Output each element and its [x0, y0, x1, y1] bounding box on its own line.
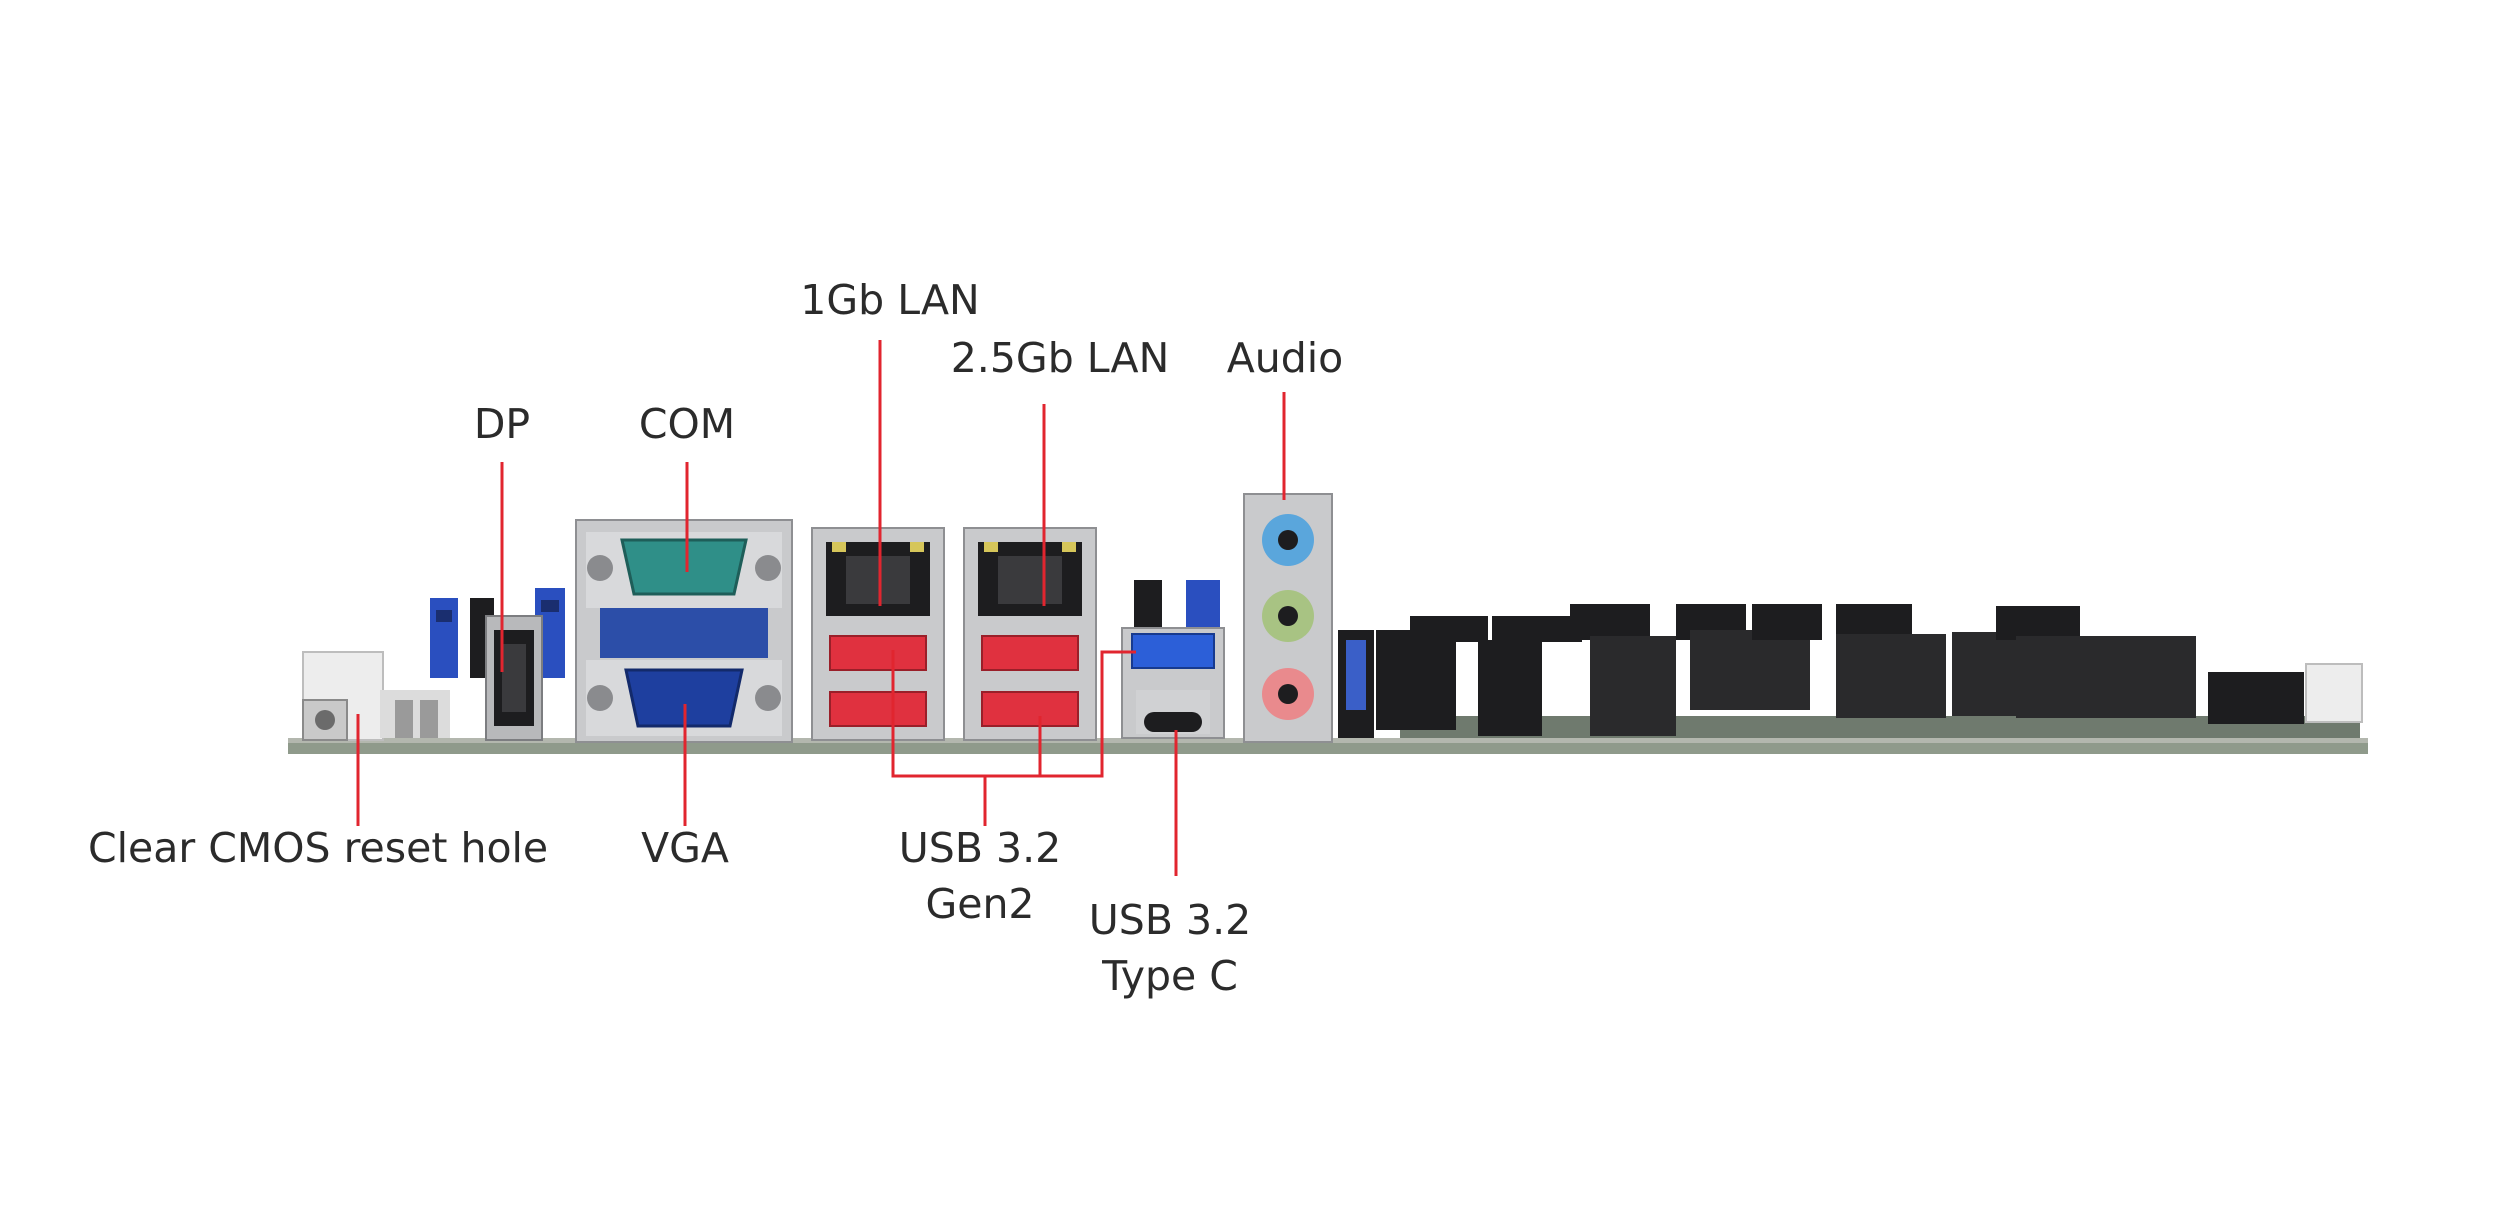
- displayport-connector: [485, 615, 543, 741]
- callout-line-usb-gen2-frame: [891, 650, 1136, 778]
- com-vga-stack: [575, 519, 793, 743]
- label-dp: DP: [473, 400, 531, 448]
- clear-cmos-switch: [302, 651, 450, 741]
- callout-lines: [356, 340, 1286, 876]
- lan-1gb-stack: [811, 527, 945, 741]
- label-usb-gen2-line1: USB 3.2: [898, 824, 1062, 872]
- label-audio: Audio: [1226, 334, 1344, 382]
- label-usb-gen2-line2: Gen2: [925, 880, 1035, 928]
- label-usb-typec-line2: Type C: [1102, 952, 1238, 1000]
- label-com: COM: [638, 400, 736, 448]
- onboard-components: [1338, 604, 2363, 738]
- audio-jacks: [1243, 493, 1333, 743]
- label-vga: VGA: [641, 824, 729, 872]
- usb-typec-stack: [1121, 580, 1225, 739]
- label-2-5gb-lan: 2.5Gb LAN: [950, 334, 1170, 382]
- label-clear-cmos: Clear CMOS reset hole: [88, 824, 549, 872]
- lan-2-5gb-stack: [963, 527, 1097, 741]
- label-usb-typec-line1: USB 3.2: [1088, 896, 1252, 944]
- blue-jumpers-left: [430, 588, 565, 678]
- label-1gb-lan: 1Gb LAN: [800, 276, 980, 324]
